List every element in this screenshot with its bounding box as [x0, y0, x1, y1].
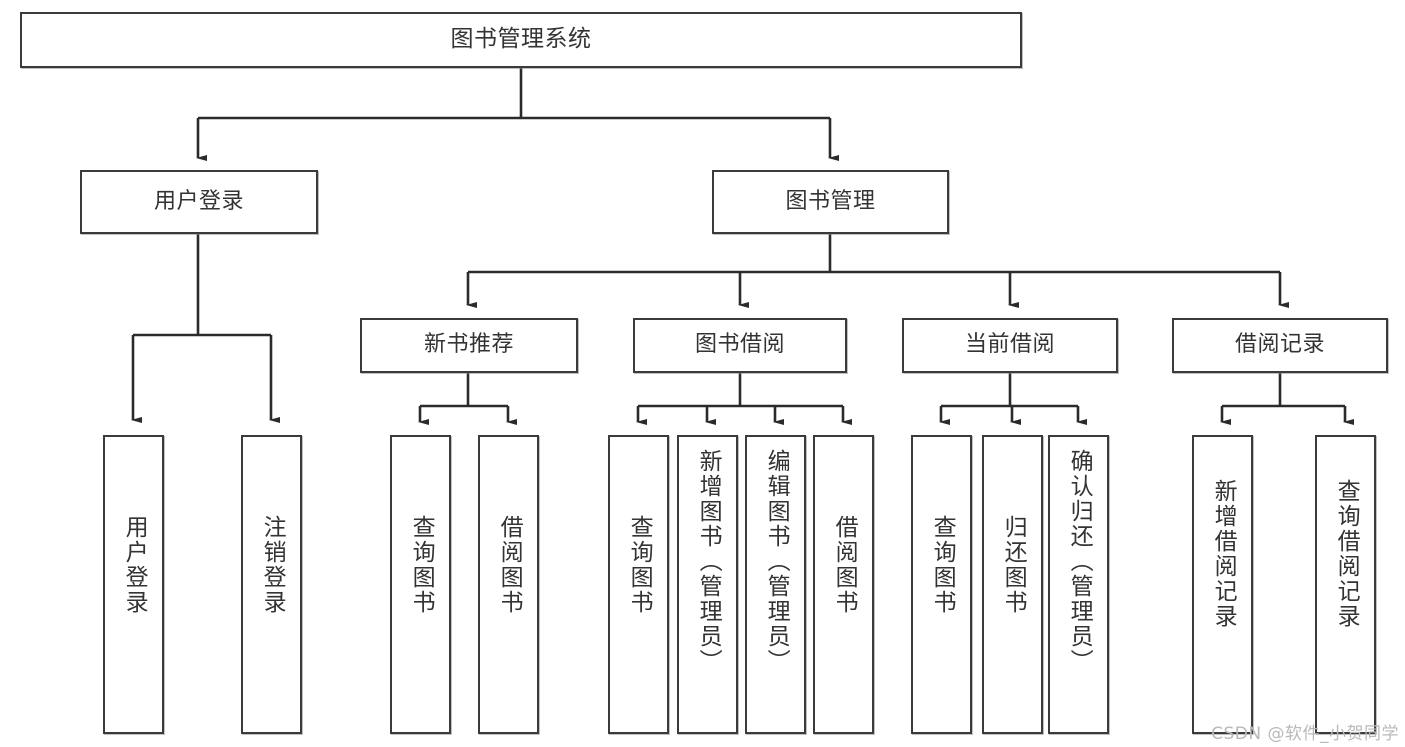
node-label: 归还图书: [1000, 515, 1027, 615]
leaf-return-book[interactable]: 归还图书: [982, 435, 1043, 734]
node-borrow-record[interactable]: 借阅记录: [1172, 318, 1388, 373]
node-label: 当前借阅: [964, 332, 1055, 358]
node-label: 查询图书: [929, 515, 956, 615]
leaf-add-book-admin[interactable]: 新增图书（管理员）: [677, 435, 738, 734]
leaf-edit-book-admin[interactable]: 编辑图书（管理员）: [745, 435, 806, 734]
node-label: 图书管理系统: [450, 26, 592, 53]
node-book-borrow[interactable]: 图书借阅: [633, 318, 847, 373]
node-label: 用户登录: [153, 188, 244, 214]
leaf-borrow-book[interactable]: 借阅图书: [813, 435, 874, 734]
node-label: 借阅图书: [831, 515, 858, 615]
leaf-query-book-borrow[interactable]: 查询图书: [608, 435, 669, 734]
leaf-borrow-book-recommend[interactable]: 借阅图书: [478, 435, 539, 734]
node-label: 编辑图书（管理员）: [763, 449, 790, 674]
node-label: 用户登录: [121, 515, 148, 615]
node-current-borrow[interactable]: 当前借阅: [902, 318, 1118, 373]
leaf-user-login[interactable]: 用户登录: [103, 435, 164, 734]
node-label: 图书管理: [785, 188, 876, 214]
node-user-login[interactable]: 用户登录: [80, 170, 318, 234]
node-root-system[interactable]: 图书管理系统: [20, 12, 1022, 68]
csdn-watermark: CSDN @软件_小贺同学: [1211, 724, 1399, 744]
node-label: 查询图书: [408, 515, 435, 615]
leaf-query-book-current[interactable]: 查询图书: [911, 435, 972, 734]
leaf-confirm-return-admin[interactable]: 确认归还（管理员）: [1048, 435, 1109, 734]
node-new-book-recommend[interactable]: 新书推荐: [360, 318, 578, 373]
node-label: 借阅记录: [1234, 332, 1325, 358]
leaf-query-borrow-record[interactable]: 查询借阅记录: [1315, 435, 1376, 734]
node-label: 查询借阅记录: [1333, 479, 1360, 629]
node-label: 确认归还（管理员）: [1066, 449, 1093, 674]
node-label: 新增图书（管理员）: [695, 449, 722, 674]
node-label: 借阅图书: [496, 515, 523, 615]
node-label: 新增借阅记录: [1210, 479, 1237, 629]
node-label: 注销登录: [259, 515, 286, 615]
leaf-add-borrow-record[interactable]: 新增借阅记录: [1192, 435, 1253, 734]
node-label: 新书推荐: [423, 332, 514, 358]
node-label: 查询图书: [626, 515, 653, 615]
node-book-management[interactable]: 图书管理: [712, 170, 949, 234]
node-label: 图书借阅: [694, 332, 785, 358]
leaf-query-book-recommend[interactable]: 查询图书: [390, 435, 451, 734]
leaf-user-logout[interactable]: 注销登录: [241, 435, 302, 734]
